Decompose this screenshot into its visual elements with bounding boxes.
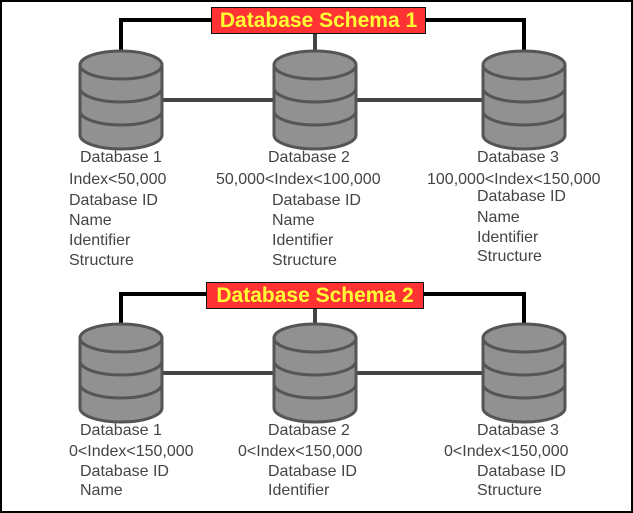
s1-db1-field: Name — [69, 212, 112, 229]
schema-1-connector-left — [119, 18, 211, 53]
database-cylinder-icon — [481, 322, 567, 424]
cylinder-band — [272, 383, 358, 400]
database-cylinder-icon — [272, 322, 358, 424]
s1-db2-field: Database ID — [272, 192, 361, 209]
s1-db3-name: Database 3 — [477, 149, 559, 166]
cylinder-band — [78, 383, 164, 400]
cylinder-band — [78, 87, 164, 104]
cylinder-band — [481, 383, 567, 400]
schema-2-connector-right — [422, 292, 526, 326]
s2-db3-name: Database 3 — [477, 422, 559, 439]
s2-db2-name: Database 2 — [268, 422, 350, 439]
database-cylinder-icon — [78, 49, 164, 151]
schema-1-title: Database Schema 1 — [211, 7, 426, 34]
s1-db1-name: Database 1 — [80, 149, 162, 166]
s2-db1-range: 0<Index<150,000 — [69, 443, 194, 460]
schema-1-connector-right — [424, 18, 526, 53]
schema-2-connector-left — [119, 292, 206, 326]
s1-db1-range: Index<50,000 — [69, 171, 167, 188]
database-cylinder-icon — [481, 49, 567, 151]
s2-db3-range: 0<Index<150,000 — [444, 443, 569, 460]
s2-db3-field: Structure — [477, 482, 542, 499]
schema-2-title: Database Schema 2 — [206, 282, 424, 309]
s1-db3-field: Identifier — [477, 229, 539, 246]
s1-db3-range: 100,000<Index<150,000 — [427, 171, 601, 188]
s1-db1-field: Identifier — [69, 232, 131, 249]
s1-db3-field: Structure — [477, 248, 542, 265]
cylinder-band — [272, 87, 358, 104]
database-cylinder-icon — [272, 49, 358, 151]
cylinder-band — [78, 64, 164, 81]
cylinder-band — [481, 64, 567, 81]
cylinder-band — [78, 337, 164, 354]
cylinder-band — [272, 64, 358, 81]
s1-db1-field: Structure — [69, 252, 134, 269]
s1-db2-field: Structure — [272, 252, 337, 269]
s2-db2-field: Identifier — [268, 482, 330, 499]
s1-db2-field: Name — [272, 212, 315, 229]
cylinder-band — [78, 360, 164, 377]
s2-db2-range: 0<Index<150,000 — [238, 443, 363, 460]
s2-db3-field: Database ID — [477, 463, 566, 480]
s2-db1-field: Name — [80, 482, 123, 499]
cylinder-band — [481, 110, 567, 127]
cylinder-band — [481, 337, 567, 354]
s1-db2-name: Database 2 — [268, 149, 350, 166]
s1-db1-field: Database ID — [69, 192, 158, 209]
s2-db1-name: Database 1 — [80, 422, 162, 439]
s1-db3-field: Name — [477, 209, 520, 226]
cylinder-band — [481, 360, 567, 377]
cylinder-band — [481, 87, 567, 104]
cylinder-band — [272, 110, 358, 127]
cylinder-band — [78, 110, 164, 127]
s1-db2-field: Identifier — [272, 232, 334, 249]
s2-db2-field: Database ID — [268, 463, 357, 480]
s2-db1-field: Database ID — [80, 463, 169, 480]
s1-db2-range: 50,000<Index<100,000 — [216, 171, 381, 188]
cylinder-band — [272, 360, 358, 377]
database-cylinder-icon — [78, 322, 164, 424]
cylinder-band — [272, 337, 358, 354]
s1-db3-field: Database ID — [477, 188, 566, 205]
